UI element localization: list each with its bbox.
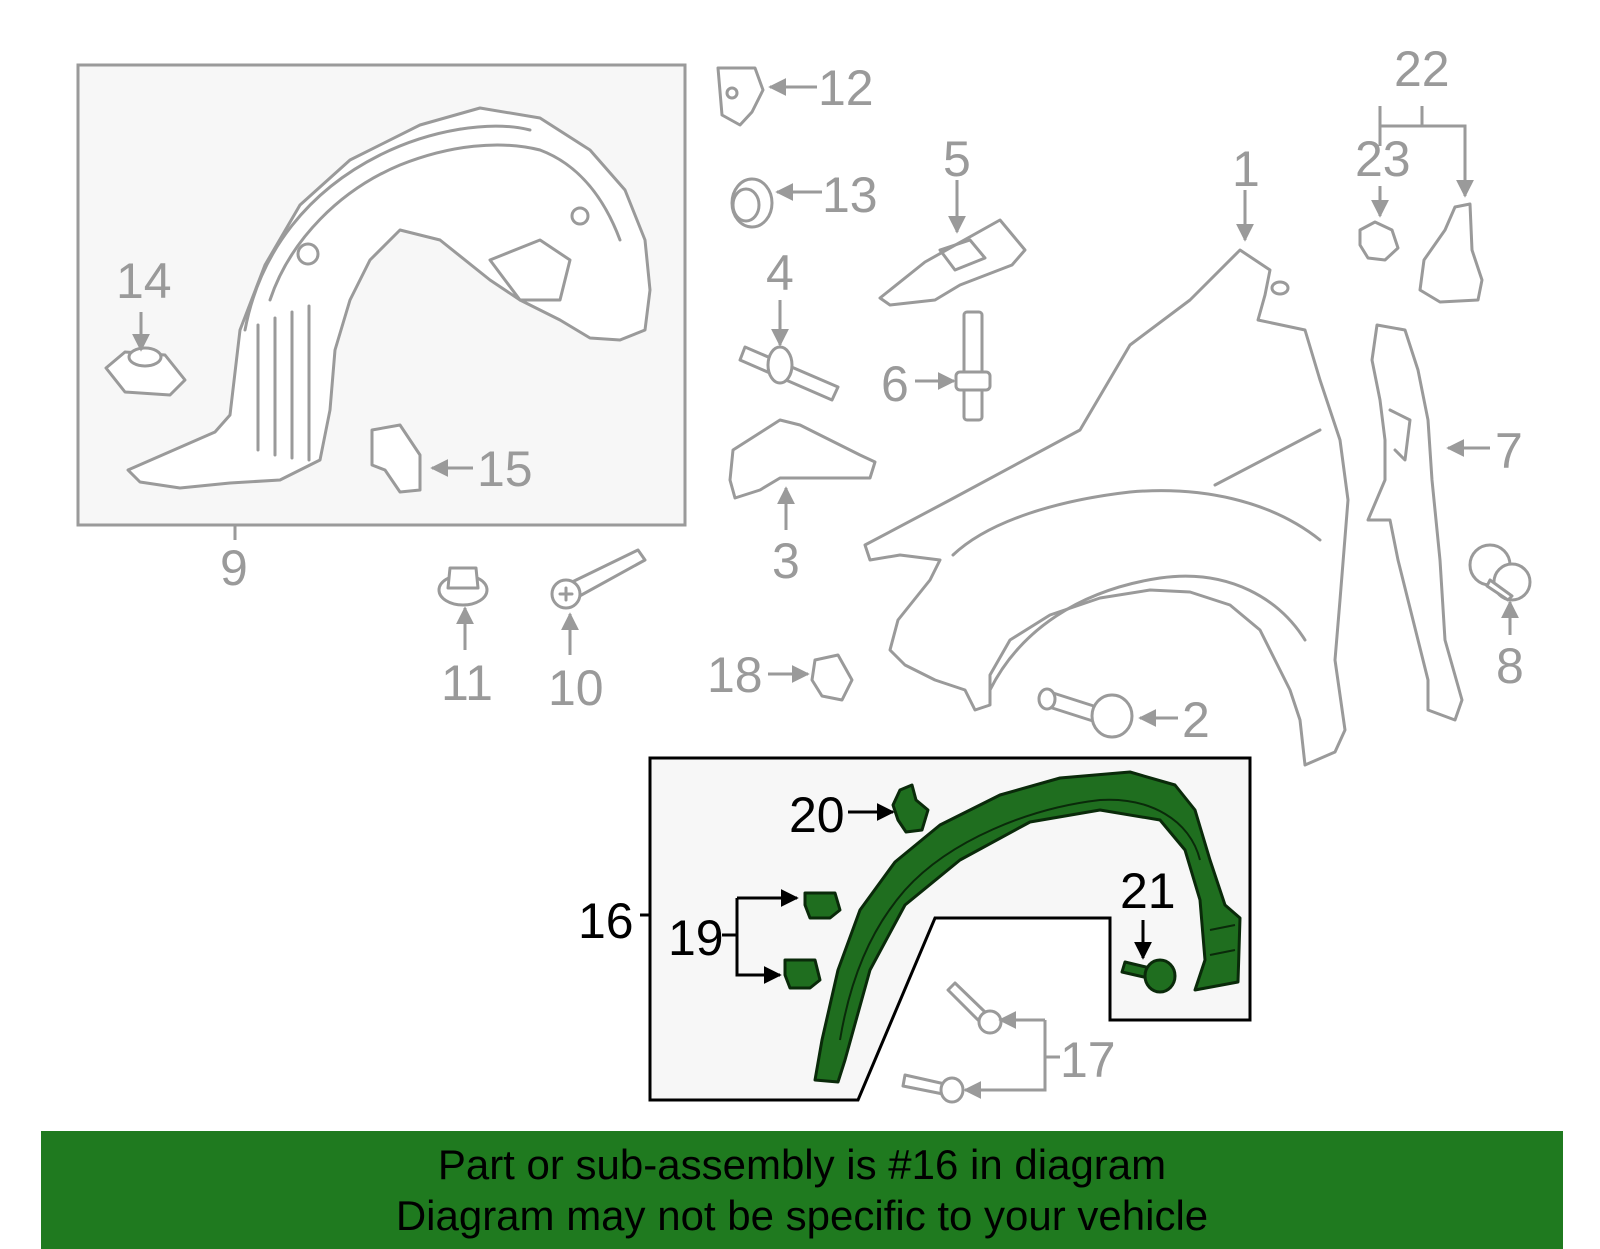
part-5-bracket bbox=[878, 218, 1027, 307]
part-19-clips bbox=[783, 891, 842, 990]
part-13-grommet bbox=[730, 177, 774, 229]
part-4-stud bbox=[738, 345, 840, 402]
callout-6: 6 bbox=[881, 356, 909, 412]
callout-1: 1 bbox=[1232, 141, 1260, 197]
part-15-clip bbox=[370, 423, 422, 494]
callout-18: 18 bbox=[707, 647, 763, 703]
callout-11: 11 bbox=[441, 655, 493, 711]
fender-liner-part bbox=[126, 106, 652, 490]
callout-15: 15 bbox=[477, 441, 533, 497]
leader-19b bbox=[735, 898, 782, 984]
part-2-bolt bbox=[1037, 687, 1134, 739]
leader-17b bbox=[963, 1020, 1047, 1099]
part-22-bracket bbox=[1418, 202, 1484, 304]
callout-4: 4 bbox=[766, 245, 794, 301]
callout-19: 19 bbox=[668, 910, 724, 966]
callout-21: 21 bbox=[1120, 863, 1176, 919]
callout-2: 2 bbox=[1182, 692, 1210, 748]
callout-17: 17 bbox=[1060, 1032, 1116, 1088]
fender-flare-group-box bbox=[648, 756, 1252, 1102]
part-11-nut bbox=[437, 566, 489, 607]
part-12-clip bbox=[716, 66, 765, 127]
callout-8: 8 bbox=[1496, 638, 1524, 694]
banner-line-1: Part or sub-assembly is #16 in diagram bbox=[437, 1141, 1167, 1188]
callout-22: 22 bbox=[1394, 41, 1450, 97]
part-10-screw bbox=[550, 548, 647, 610]
part-6-stud bbox=[954, 310, 992, 422]
callout-10: 10 bbox=[548, 660, 604, 716]
callout-12: 12 bbox=[818, 60, 874, 116]
part-21-bolt bbox=[1120, 958, 1177, 994]
callout-7: 7 bbox=[1495, 423, 1523, 479]
part-18-clip bbox=[810, 653, 854, 702]
part-7-seal bbox=[1366, 323, 1464, 722]
callout-16: 16 bbox=[578, 893, 634, 949]
part-17-screws bbox=[901, 981, 1003, 1104]
callout-20: 20 bbox=[789, 787, 845, 843]
callout-3: 3 bbox=[772, 533, 800, 589]
callout-9: 9 bbox=[220, 540, 248, 596]
banner-line-2: Diagram may not be specific to your vehi… bbox=[395, 1192, 1209, 1239]
part-8-clip bbox=[1468, 543, 1532, 602]
part-3-bracket bbox=[728, 418, 877, 500]
part-23-plug bbox=[1358, 220, 1400, 262]
callout-14: 14 bbox=[116, 253, 172, 309]
info-banner: Part or sub-assembly is #16 in diagram D… bbox=[41, 1131, 1563, 1249]
callout-13: 13 bbox=[822, 167, 878, 223]
callout-23: 23 bbox=[1355, 131, 1411, 187]
fender-flare-part[interactable] bbox=[813, 770, 1242, 1084]
callout-5: 5 bbox=[943, 131, 971, 187]
fender-part bbox=[863, 248, 1350, 767]
